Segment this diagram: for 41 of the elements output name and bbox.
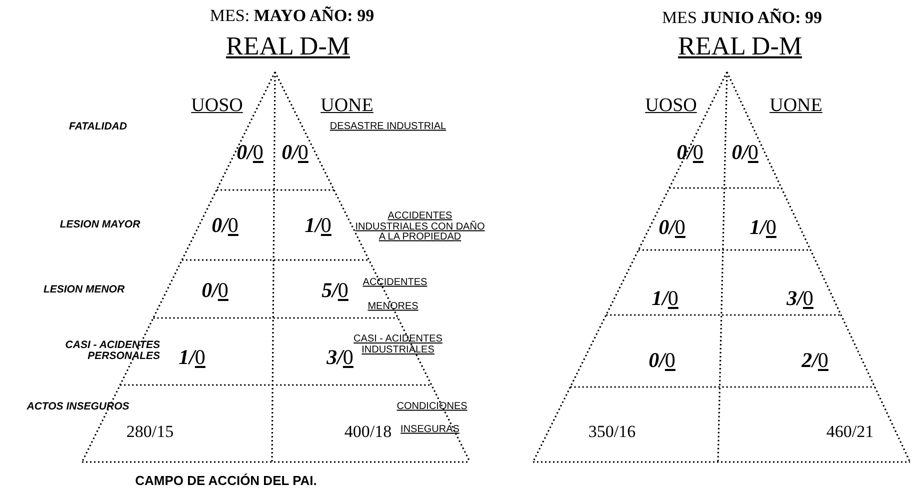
heading: MES: MAYO AÑO: 99	[210, 7, 374, 25]
category-label: CASI - ACIDENTES PERSONALES	[64, 340, 160, 362]
value: 3/0	[786, 286, 814, 310]
category-label: LESION MAYOR	[60, 220, 140, 230]
value: 0/0	[212, 214, 238, 236]
value: 400/18	[344, 423, 392, 441]
value: 0/0	[732, 140, 758, 164]
value: 3/0	[326, 346, 354, 368]
category-label: ACTOS INSEGUROS	[26, 402, 130, 412]
category-label: CASI - ACIDENTES INDUSTRIALES	[352, 334, 444, 356]
value: 1/0	[304, 214, 332, 236]
value: 280/15	[126, 423, 174, 441]
value: 1/0	[652, 286, 678, 310]
value: 1/0	[178, 346, 206, 368]
value: 0/0	[202, 278, 228, 302]
category-label: LESION MENOR	[43, 284, 125, 296]
title: REAL D-M	[678, 32, 802, 60]
value: 2/0	[802, 348, 828, 372]
category-label: ACCIDENTES	[362, 278, 428, 288]
value: 350/16	[588, 423, 636, 441]
value: 0/0	[676, 140, 704, 164]
category-label: ACCIDENTES INDUSTRIALES CON DAÑO A LA PROPIEDAD	[354, 211, 486, 243]
value: 0/0	[658, 216, 686, 238]
category-label: CONDICIONES	[396, 402, 468, 412]
column-heading: UONE	[770, 96, 822, 116]
category-label: DESASTRE INDUSTRIAL	[330, 122, 446, 132]
value: 0/0	[236, 140, 264, 164]
caption: CAMPO DE ACCIÓN DEL PAI.	[135, 474, 317, 488]
heading: MES JUNIO AÑO: 99	[662, 9, 822, 27]
value: 0/0	[648, 348, 676, 372]
value: 460/21	[826, 423, 874, 441]
value: 0/0	[282, 140, 308, 164]
category-label: MENORES	[368, 302, 418, 312]
column-heading: UONE	[320, 96, 374, 116]
value: 5/0	[322, 278, 348, 302]
category-label: INSEGURAS	[400, 424, 460, 436]
value: 1/0	[750, 216, 776, 238]
category-label: FATALIDAD	[69, 122, 127, 132]
column-heading: UOSO	[191, 96, 243, 116]
column-heading: UOSO	[645, 96, 697, 116]
title: REAL D-M	[226, 32, 350, 60]
